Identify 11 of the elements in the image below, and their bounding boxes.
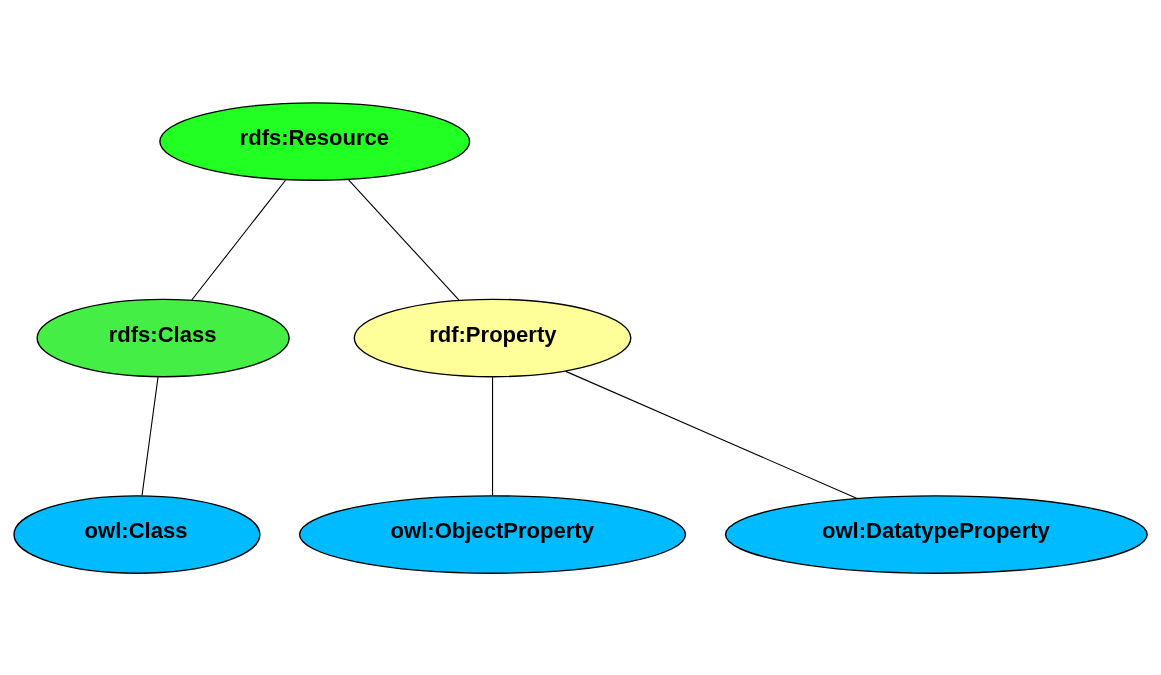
- node-ellipse: owl:ObjectProperty: [298, 494, 687, 574]
- connector: [348, 178, 460, 300]
- connector: [191, 179, 287, 301]
- connector: [492, 376, 494, 496]
- node-ellipse: rdf:Property: [353, 298, 632, 377]
- node-ellipse: owl:DatatypeProperty: [724, 494, 1148, 574]
- node-ellipse: rdfs:Class: [36, 298, 290, 377]
- node-ellipse: owl:Class: [13, 494, 261, 574]
- connector: [565, 370, 858, 499]
- connector: [141, 376, 159, 496]
- node-ellipse: rdfs:Resource: [159, 101, 471, 181]
